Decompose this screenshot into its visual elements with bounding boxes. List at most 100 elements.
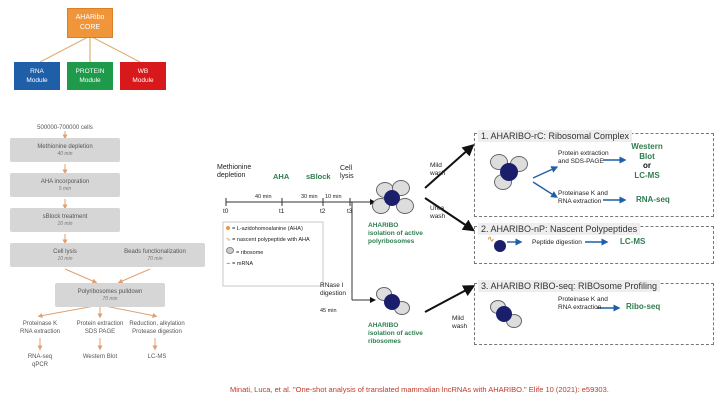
ribosome-illustration xyxy=(372,285,412,319)
bead xyxy=(500,163,518,181)
duration-0: 40 min xyxy=(255,194,272,200)
branch-line1: Protein extraction xyxy=(76,321,124,327)
poly-label: AHARIBO isolation of active polyribosome… xyxy=(368,222,423,246)
branch-reduction: Reduction, alkylation Protease digestion xyxy=(117,320,197,336)
result-line: LC-MS xyxy=(634,170,660,180)
poly-label-3: polyribosomes xyxy=(368,238,415,245)
rna-module-box: RNA Module xyxy=(14,62,60,90)
duration-2: 10 min xyxy=(325,194,342,200)
output-line2: qPCR xyxy=(31,362,48,368)
polypeptide-icon: ∿ xyxy=(487,234,495,244)
step-time: 70 min xyxy=(147,255,163,262)
tick-t3: t3 xyxy=(347,208,353,215)
mild-wash-label: Mild wash xyxy=(430,162,446,177)
panel-2-result: LC-MS xyxy=(620,237,646,246)
panel-1-result-2: RNA-seq xyxy=(636,195,670,204)
branch-line2: RNA extraction xyxy=(19,329,61,335)
legend-polypeptide: ∿ = nascent polypeptide with AHA xyxy=(226,236,322,244)
poly-label-1: AHARIBO xyxy=(368,222,399,229)
mild-wash-label-2: Mild wash xyxy=(452,315,468,330)
polypeptide-icon: ∿ xyxy=(226,237,231,243)
hierarchy-connectors xyxy=(39,35,141,63)
protein-module-line1: PROTEIN xyxy=(75,68,105,75)
panel-2-step: Peptide digestion xyxy=(532,239,582,246)
ribo-label-3: ribosomes xyxy=(368,338,401,345)
panel-3-result: Ribo-seq xyxy=(626,302,661,311)
step-beads-functionalization: Beads functionalization 70 min xyxy=(105,243,205,267)
rnase-label: RNase I digestion xyxy=(320,282,347,297)
urea-wash-label: Urea wash xyxy=(430,205,446,220)
step-time: 40 min xyxy=(57,150,73,157)
panel-3-title: 3. AHARIBO RIBO-seq: RIBOsome Profiling xyxy=(478,280,661,292)
panel-2-title: 2. AHARIBO-nP: Nascent Polypeptides xyxy=(478,223,641,235)
ribo-label-1: AHARIBO xyxy=(368,322,399,329)
rna-module-line1: RNA xyxy=(30,68,44,75)
result-line: Blot xyxy=(639,151,655,161)
protein-module-line2: Module xyxy=(79,77,101,84)
nascent-polypeptide-illustration: ∿ xyxy=(487,234,508,254)
aha-dot-icon xyxy=(226,226,230,230)
ribo-label-2: isolation of active xyxy=(368,330,423,337)
branch-line2: SDS PAGE xyxy=(84,329,116,335)
panel-1-complex-illustration xyxy=(488,152,530,192)
rnase-time: 45 min xyxy=(320,308,337,314)
output-line1: RNA-seq xyxy=(27,354,53,360)
wb-module-line2: Module xyxy=(132,77,154,84)
bead xyxy=(494,240,506,252)
output-line1: LC-MS xyxy=(147,354,167,360)
rna-module-line2: Module xyxy=(26,77,48,84)
core-line1: AHARibo xyxy=(75,14,105,21)
branch-rna: Proteinase K RNA extraction xyxy=(2,320,78,336)
step-time: 10 min xyxy=(57,255,73,262)
tick-t1: t1 xyxy=(279,208,285,215)
core-line2: CORE xyxy=(79,24,101,31)
stage-cell-lysis: Cell lysis xyxy=(340,165,354,180)
step-label: Cell lysis xyxy=(53,248,77,255)
legend: = L-azidohomoalanine (AHA) ∿ = nascent p… xyxy=(226,225,322,268)
legend-polypeptide-label: = nascent polypeptide with AHA xyxy=(232,237,310,243)
output-protein: Western Blot xyxy=(62,353,138,361)
legend-aha: = L-azidohomoalanine (AHA) xyxy=(226,225,322,233)
step-cell-lysis: Cell lysis 10 min xyxy=(10,243,120,267)
panel-1-step-1-line2: and SDS-PAGE xyxy=(558,158,604,165)
wb-module-box: WB Module xyxy=(120,62,166,90)
legend-ribosome: = ribosome xyxy=(226,247,322,257)
tick-t2: t2 xyxy=(320,208,326,215)
bead xyxy=(496,306,512,322)
wb-module-line1: WB xyxy=(137,68,149,75)
step-aha-incorporation: AHA incorporation 5 min xyxy=(10,173,120,197)
stage-methionine: Methionine depletion xyxy=(217,164,252,179)
panel-1-step-2-line2: RNA extraction xyxy=(558,198,602,205)
bead xyxy=(384,190,400,206)
panel-3-ribosome-illustration xyxy=(488,298,522,330)
branch-line1: Proteinase K xyxy=(22,321,58,327)
ribo-label: AHARIBO isolation of active ribosomes xyxy=(368,322,423,346)
panel-3-step: Proteinase K and RNA extraction xyxy=(558,296,608,312)
step-time: 10 min xyxy=(57,220,73,227)
output-lcms: LC-MS xyxy=(117,353,197,361)
step-time: 5 min xyxy=(58,185,72,192)
ribosome-subunit xyxy=(396,198,414,214)
panel-3-step-line2: RNA extraction xyxy=(558,304,602,311)
legend-mrna: ∼ = mRNA xyxy=(226,260,322,268)
panel-1-step-1: Protein extraction and SDS-PAGE xyxy=(558,150,609,166)
mrna-icon: ∼ xyxy=(226,261,231,267)
panel-3-step-line1: Proteinase K and xyxy=(558,296,608,303)
step-sblock-treatment: sBlock treatment 10 min xyxy=(10,208,120,232)
legend-ribosome-label: = ribosome xyxy=(236,250,264,256)
tick-t0: t0 xyxy=(223,208,229,215)
step-methionine-depletion: Methionine depletion 40 min xyxy=(10,138,120,162)
branch-line1: Reduction, alkylation xyxy=(129,321,185,327)
protein-module-box: PROTEIN Module xyxy=(67,62,113,90)
aharibo-core-box: AHARibo CORE xyxy=(67,8,113,38)
panel-1-step-1-line1: Protein extraction xyxy=(558,150,609,157)
stage-sblock: sBlock xyxy=(306,172,331,181)
result-line: or xyxy=(643,161,651,170)
step-label: sBlock treatment xyxy=(42,213,88,220)
step-time: 70 min xyxy=(102,295,118,302)
citation: Minati, Luca, et al. "One-shot analysis … xyxy=(230,385,609,394)
step-label: Beads functionalization xyxy=(124,248,186,255)
output-rna: RNA-seq qPCR xyxy=(2,353,78,369)
result-line: Western xyxy=(631,142,663,151)
duration-1: 30 min xyxy=(301,194,318,200)
